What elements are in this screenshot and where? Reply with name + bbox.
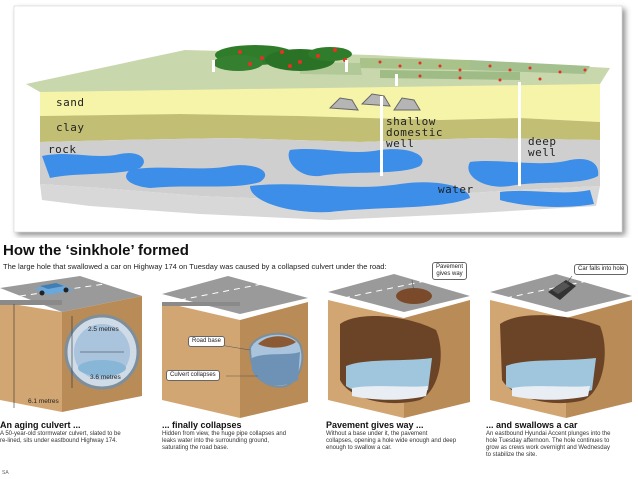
credit-label: SA	[2, 470, 9, 476]
well-head-3	[395, 74, 398, 86]
water-label: water	[438, 183, 474, 196]
pavement-callout-line-1: Pavement	[436, 264, 464, 270]
panel-2-body-line-1: Hidden from view, the huge pipe collapse…	[162, 431, 287, 437]
infographic-title: How the ‘sinkhole’ formed	[3, 242, 189, 259]
panel-3-body-line-1: Without a base under it, the pavement	[326, 431, 428, 437]
clay-layer	[40, 114, 600, 142]
infographic-subtitle: The large hole that swallowed a car on H…	[3, 262, 387, 271]
panel-1-body: A 50-year-old stormwater culvert, slated…	[0, 431, 150, 445]
culvert-collapses-callout: Culvert collapses	[166, 370, 220, 381]
panel-1-body-line-1: A 50-year-old stormwater culvert, slated…	[0, 431, 121, 437]
panel-4-body-line-1: An eastbound Hyundai Accent plunges into…	[486, 431, 611, 437]
sand-label: sand	[56, 96, 85, 109]
panel-4-body-line-2: hole Tuesday afternoon. The hole continu…	[486, 438, 610, 444]
panel-4-body-line-4: to stabilize the site.	[486, 452, 538, 458]
car-falls-callout: Car falls into hole	[574, 264, 629, 275]
deep-well-label-line-1: deep	[528, 135, 557, 148]
pavement-callout-line-2: gives way	[436, 271, 463, 277]
car-leader	[565, 275, 573, 285]
well-head-2	[345, 60, 348, 72]
panel-3-illustration	[328, 274, 470, 418]
panel-2-title: ... finally collapses	[162, 420, 242, 430]
panel-3-body-line-2: collapses, opening a hole wide enough an…	[326, 438, 457, 444]
panel-4-body-line-3: grow as crews work overnight and Wednesd…	[486, 445, 610, 451]
panel-2-illustration	[162, 276, 308, 418]
road-base-callout: Road base	[188, 336, 226, 347]
panel-4-body: An eastbound Hyundai Accent plunges into…	[486, 431, 636, 459]
groundwater-diagram-svg	[13, 5, 623, 233]
panel-4-illustration	[490, 274, 632, 418]
shallow-well-label-line-3: well	[386, 137, 415, 150]
shallow-well-label-line-1: shallow	[386, 115, 436, 128]
crop-dots	[238, 48, 587, 82]
shallow-well-label-line-2: domestic	[386, 126, 443, 139]
clay-label: clay	[56, 121, 85, 134]
pavement-leader	[411, 279, 415, 293]
falling-car-icon	[548, 280, 576, 300]
culvert-width-label: 3.6 metres	[90, 374, 121, 381]
panel-1-body-line-2: re-lined, sits under eastbound Highway 1…	[0, 438, 118, 444]
sand-layer	[40, 84, 600, 122]
shallow-well-label: shallow domestic well	[386, 116, 443, 149]
groundwater-diagram: sand clay rock shallow domestic well dee…	[0, 0, 638, 238]
groundwater-body	[42, 149, 599, 213]
culvert-height-label: 2.5 metres	[88, 326, 119, 333]
deep-well-pipe	[518, 82, 521, 186]
panel-3-body-line-3: enough to swallow a car.	[326, 445, 392, 451]
shallow-well-pipe	[380, 96, 383, 176]
panel-4-title: ... and swallows a car	[486, 420, 578, 430]
car-icon	[34, 283, 74, 296]
panel-2-body: Hidden from view, the huge pipe collapse…	[162, 431, 312, 452]
panel-3-title: Pavement gives way ...	[326, 420, 424, 430]
pavement-gives-way-callout: Pavement gives way	[432, 262, 468, 280]
sinkhole-infographic: How the ‘sinkhole’ formed The large hole…	[0, 240, 638, 479]
well-head-1	[212, 60, 215, 72]
panel-2-body-line-2: leaks water into the surrounding ground,	[162, 438, 270, 444]
panel-2-body-line-3: saturating the road base.	[162, 445, 229, 451]
deep-well-label-line-2: well	[528, 146, 557, 159]
panel-1-illustration	[0, 276, 142, 412]
deep-well-label: deep well	[528, 136, 557, 158]
panel-3-body: Without a base under it, the pavement co…	[326, 431, 486, 452]
culvert-depth-label: 6.1 metres	[28, 398, 59, 405]
rock-label: rock	[48, 143, 77, 156]
panel-1-title: An aging culvert ...	[0, 420, 81, 430]
